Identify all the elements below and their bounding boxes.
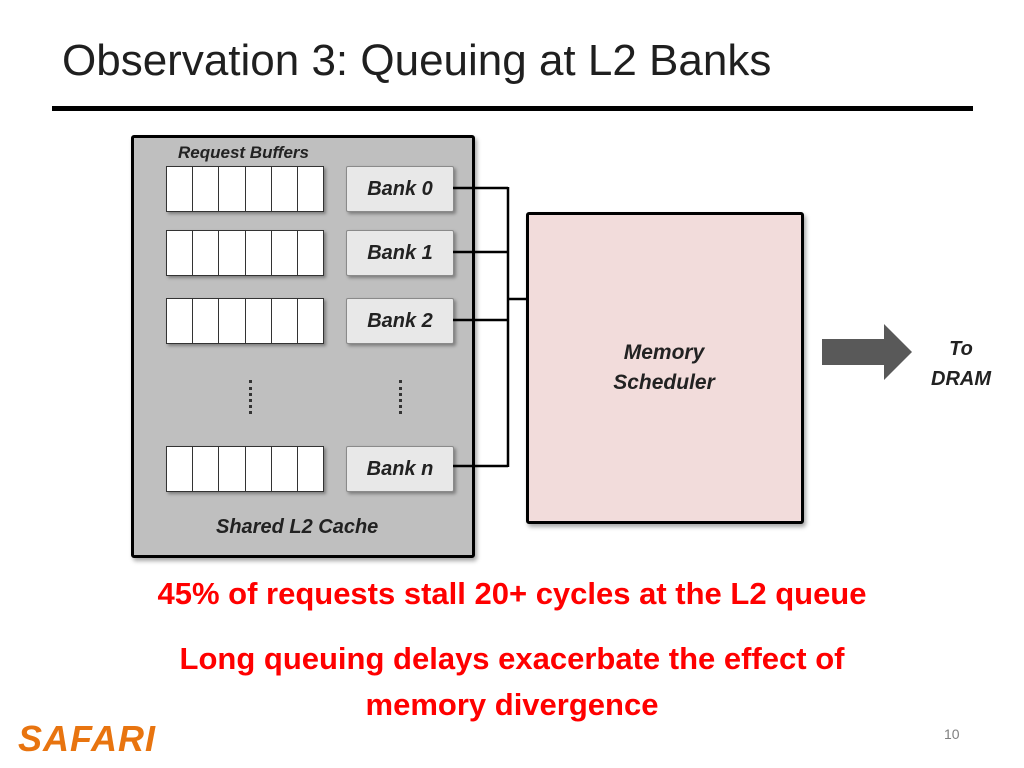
- buffer-ellipsis: [249, 380, 256, 414]
- buffer-slot: [246, 231, 272, 275]
- conclusion-text: Long queuing delays exacerbate the effec…: [0, 636, 1024, 728]
- buffer-slot: [246, 447, 272, 491]
- buffer-slot: [193, 167, 220, 211]
- scheduler-label-line-1: Memory: [623, 341, 705, 364]
- dram-label-line-2: DRAM: [931, 368, 991, 390]
- request-buffer-bank-n: [166, 446, 324, 492]
- buffer-slot: [193, 231, 220, 275]
- buffer-slot: [219, 447, 246, 491]
- scheduler-label-line-2: Scheduler: [613, 371, 715, 394]
- buffer-slot: [272, 299, 298, 343]
- bank-2-box: Bank 2: [346, 298, 454, 344]
- buffer-slot: [219, 299, 246, 343]
- title-divider: [52, 106, 973, 111]
- request-buffer-bank-0: [166, 166, 324, 212]
- safari-logo: SAFARI: [18, 718, 157, 759]
- page-number: 10: [944, 726, 960, 742]
- buffer-slot: [219, 231, 246, 275]
- request-buffer-bank-1: [166, 230, 324, 276]
- buffer-slot: [272, 231, 298, 275]
- request-buffer-bank-2: [166, 298, 324, 344]
- buffer-slot: [193, 447, 220, 491]
- buffer-slot: [193, 299, 220, 343]
- slide-title: Observation 3: Queuing at L2 Banks: [62, 36, 772, 85]
- to-dram-label: To DRAM: [920, 334, 1002, 394]
- buffer-slot: [272, 447, 298, 491]
- conclusion-line-2: memory divergence: [365, 687, 659, 722]
- memory-scheduler-box: [526, 212, 804, 524]
- memory-scheduler-label: Memory Scheduler: [586, 338, 742, 398]
- stall-statistic: 45% of requests stall 20+ cycles at the …: [157, 576, 867, 611]
- dram-label-line-1: To: [949, 338, 973, 360]
- buffer-slot: [167, 447, 194, 491]
- bank-n-box: Bank n: [346, 446, 454, 492]
- buffer-slot: [272, 167, 298, 211]
- buffer-slot: [167, 167, 194, 211]
- conclusion-line-1: Long queuing delays exacerbate the effec…: [179, 641, 845, 676]
- to-dram-arrow: [822, 324, 912, 380]
- bank-0-box: Bank 0: [346, 166, 454, 212]
- buffer-slot: [246, 167, 272, 211]
- buffer-slot: [246, 299, 272, 343]
- buffer-slot: [219, 167, 246, 211]
- shared-l2-cache-label: Shared L2 Cache: [216, 516, 379, 538]
- bank-ellipsis: [399, 380, 406, 414]
- request-buffers-label: Request Buffers: [178, 143, 309, 162]
- bank-1-box: Bank 1: [346, 230, 454, 276]
- buffer-slot: [167, 231, 194, 275]
- buffer-slot: [167, 299, 194, 343]
